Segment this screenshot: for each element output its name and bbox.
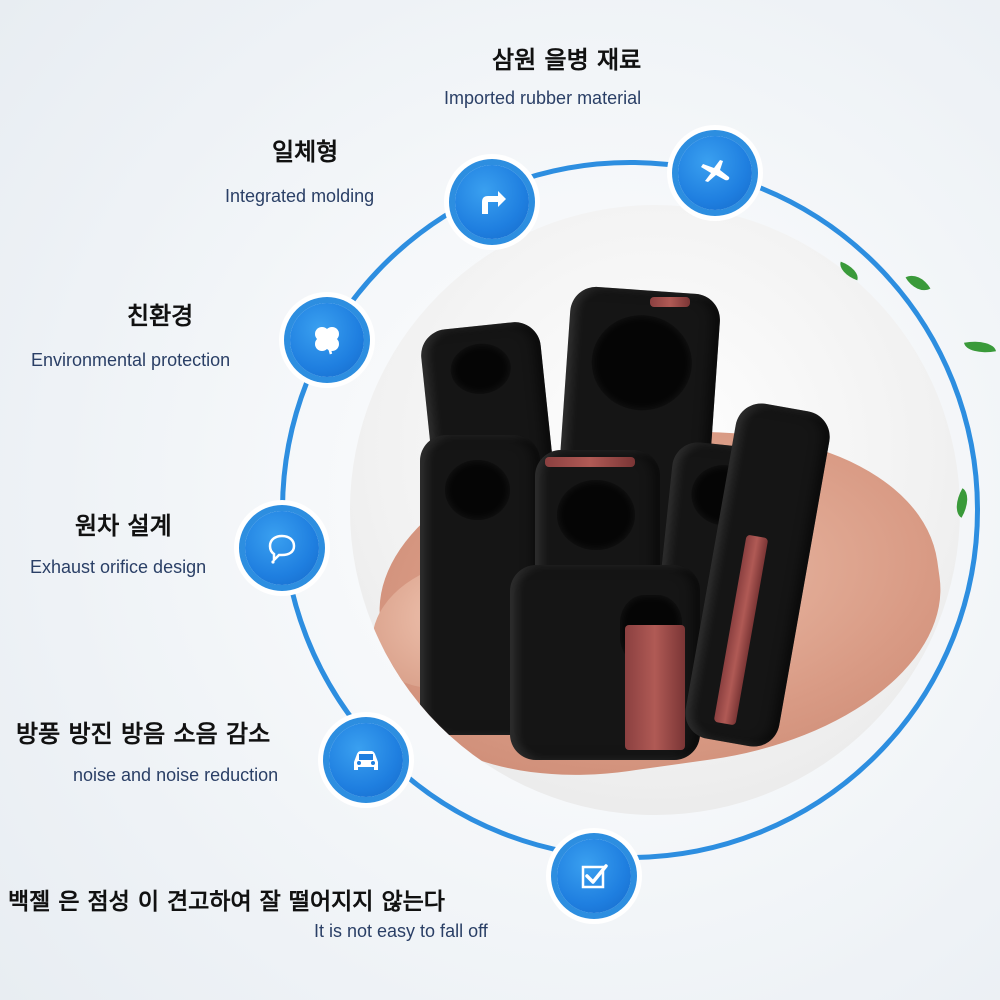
feature-4-subtitle: Exhaust orifice design bbox=[30, 557, 207, 577]
feature-3-title: 친환경 bbox=[127, 302, 194, 330]
feature-icon-2 bbox=[444, 154, 540, 250]
clover-icon bbox=[315, 327, 339, 355]
product-photo bbox=[350, 205, 960, 815]
feature-1-subtitle: Imported rubber material bbox=[444, 88, 642, 108]
feature-icon-3 bbox=[279, 292, 375, 388]
feature-2-subtitle: Integrated molding bbox=[225, 186, 375, 206]
feature-icon-4 bbox=[234, 500, 330, 596]
checkbox-icon bbox=[581, 864, 608, 889]
feature-icon-5 bbox=[318, 712, 414, 808]
airplane-icon bbox=[701, 160, 730, 182]
feature-5-subtitle: noise and noise reduction bbox=[73, 765, 279, 785]
feature-1-title: 삼원 을병 재료 bbox=[492, 46, 642, 74]
adhesive-tape bbox=[545, 457, 635, 467]
feature-3-subtitle: Environmental protection bbox=[31, 350, 231, 370]
adhesive-tape bbox=[625, 625, 685, 750]
feature-6-subtitle: It is not easy to fall off bbox=[314, 921, 488, 941]
turn-right-arrow-icon bbox=[482, 191, 506, 214]
speech-bubble-icon bbox=[268, 534, 296, 564]
car-icon bbox=[354, 751, 378, 770]
feature-5-title: 방풍 방진 방음 소음 감소 bbox=[16, 720, 271, 748]
feature-icon-1 bbox=[667, 125, 763, 221]
feature-6-title: 백젤 은 점성 이 견고하여 잘 떨어지지 않는다 bbox=[8, 889, 445, 915]
feature-2-title: 일체형 bbox=[272, 138, 339, 166]
feature-icon-6 bbox=[546, 828, 642, 924]
feature-4-title: 원차 설계 bbox=[75, 512, 172, 540]
adhesive-tape bbox=[650, 297, 690, 307]
